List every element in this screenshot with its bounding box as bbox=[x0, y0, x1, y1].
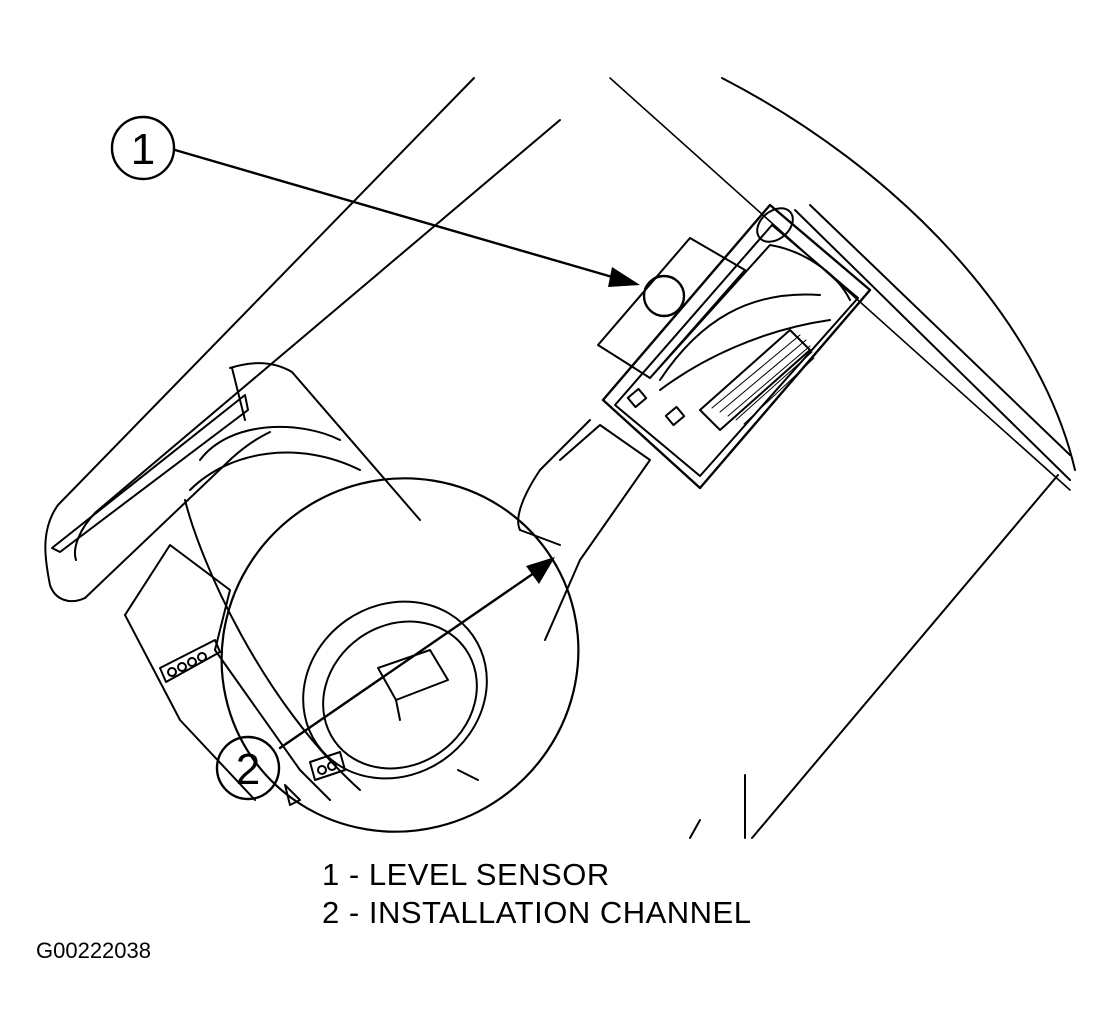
legend-label: LEVEL SENSOR bbox=[368, 857, 610, 892]
legend-label: INSTALLATION CHANNEL bbox=[368, 895, 752, 930]
level-sensor bbox=[517, 203, 1071, 641]
left-tube bbox=[44, 77, 561, 603]
leader-line-1 bbox=[173, 148, 635, 285]
callout-number-1: 1 bbox=[131, 125, 155, 174]
legend-item: 2 - INSTALLATION CHANNEL bbox=[322, 894, 751, 932]
legend-item: 1 - LEVEL SENSOR bbox=[322, 856, 751, 894]
lower-fittings bbox=[124, 544, 346, 806]
legend-separator: - bbox=[348, 857, 360, 892]
figure-id: G00222038 bbox=[36, 938, 151, 963]
leader-line-2 bbox=[278, 560, 552, 750]
legend-number: 2 bbox=[322, 895, 340, 930]
arrowhead-1 bbox=[608, 267, 640, 287]
arrowhead-2 bbox=[526, 557, 555, 584]
callout-1: 1 bbox=[110, 115, 176, 181]
callout-circle-2 bbox=[215, 735, 281, 801]
callout-number-2: 2 bbox=[236, 745, 260, 794]
round-housing bbox=[184, 425, 580, 833]
legend: 1 - LEVEL SENSOR 2 - INSTALLATION CHANNE… bbox=[322, 856, 751, 932]
callout-leaders bbox=[173, 148, 635, 750]
legend-number: 1 bbox=[322, 857, 340, 892]
legend-separator: - bbox=[348, 895, 360, 930]
callout-2: 2 bbox=[215, 735, 281, 801]
callout-circle-1 bbox=[110, 115, 176, 181]
